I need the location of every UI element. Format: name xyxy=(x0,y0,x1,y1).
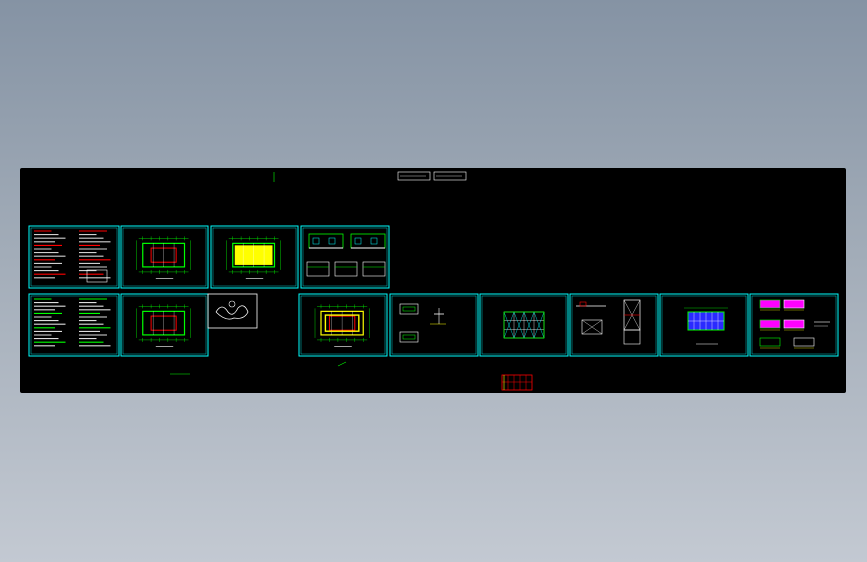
sheet-notes-2[interactable] xyxy=(28,293,120,357)
sheet-plan-1[interactable] xyxy=(120,225,209,289)
sheet-plan-3[interactable] xyxy=(120,293,209,357)
sheet-sketch[interactable] xyxy=(207,293,258,329)
sheet-sections[interactable] xyxy=(749,293,839,357)
sheet-plan-2[interactable] xyxy=(210,225,299,289)
sheet-plan-4[interactable] xyxy=(298,293,388,357)
sheet-details-1[interactable] xyxy=(389,293,479,357)
red-grid-detail[interactable] xyxy=(501,374,533,391)
cad-drawing-canvas[interactable] xyxy=(20,168,846,393)
sheet-elevations[interactable] xyxy=(300,225,390,289)
sheet-details-2[interactable] xyxy=(569,293,659,357)
title-block xyxy=(397,171,467,181)
cad-drawing-viewport[interactable] xyxy=(20,168,846,393)
sheet-blue-plan[interactable] xyxy=(659,293,749,357)
sheet-notes-1[interactable] xyxy=(28,225,120,289)
sheet-grid-plan[interactable] xyxy=(479,293,569,357)
annotation-marks xyxy=(170,172,347,375)
